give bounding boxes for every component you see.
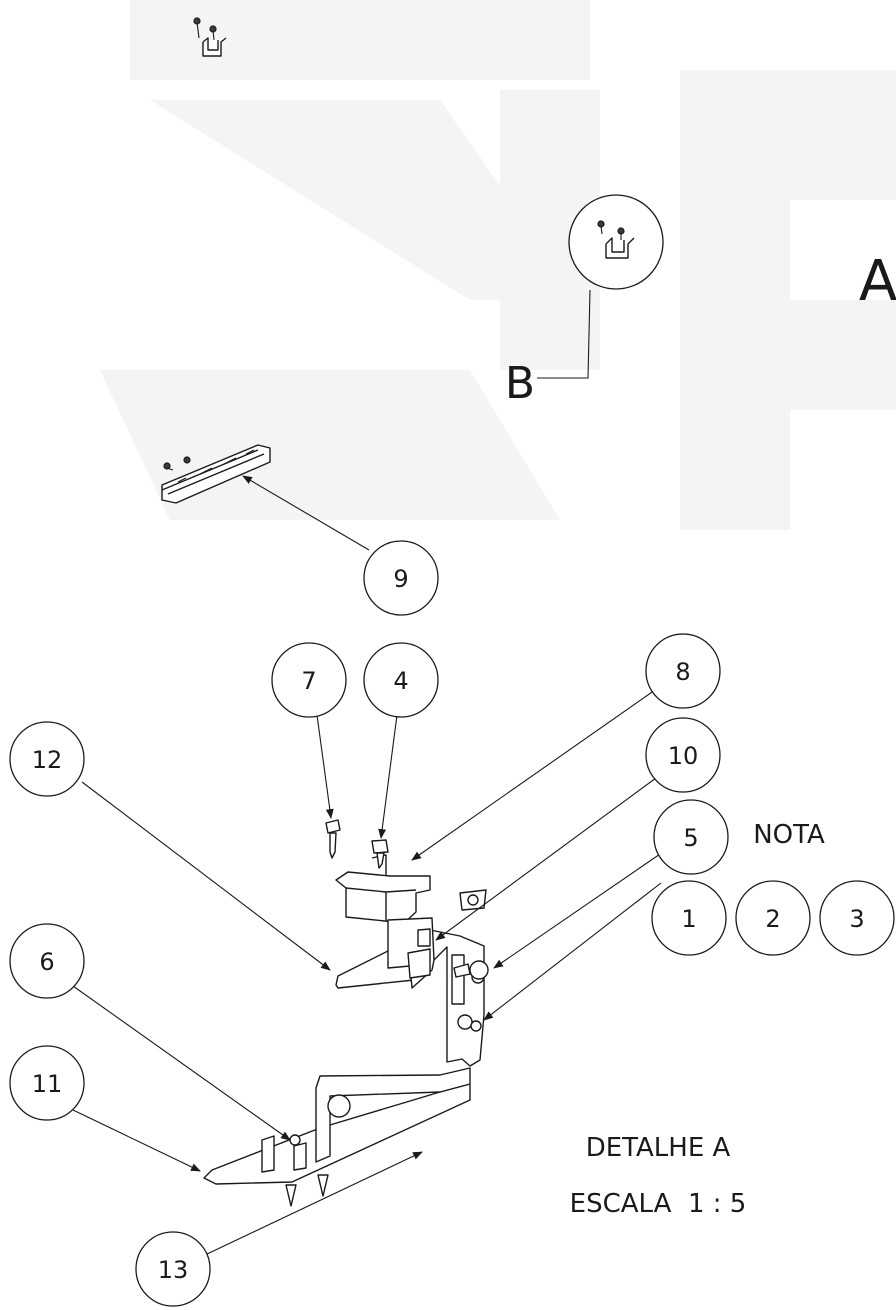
balloon-7: 7	[271, 642, 347, 718]
balloon-2-label: 2	[765, 905, 780, 933]
note-label: NOTA	[753, 820, 825, 850]
balloon-11: 11	[9, 1045, 85, 1121]
balloon-12: 12	[9, 721, 85, 797]
balloon-6-label: 6	[39, 948, 54, 976]
balloon-3: 3	[819, 880, 895, 956]
detail-b-leader	[537, 289, 591, 379]
balloon-9: 9	[363, 540, 439, 616]
balloon-10: 10	[645, 717, 721, 793]
balloon-1: 1	[651, 880, 727, 956]
balloon-8: 8	[645, 633, 721, 709]
balloon-13-label: 13	[158, 1256, 189, 1284]
balloon-6: 6	[9, 923, 85, 999]
view-label-a: A	[859, 249, 896, 314]
bracket-assembly	[203, 889, 487, 1207]
clip-part	[335, 854, 431, 924]
balloon-4-label: 4	[393, 667, 408, 695]
balloon-8-label: 8	[675, 658, 690, 686]
detail-title: DETALHE A	[586, 1133, 731, 1163]
leader-lines	[72, 475, 664, 1256]
screw-part-4	[371, 839, 389, 869]
balloon-10-label: 10	[668, 742, 699, 770]
balloon-1-label: 1	[681, 905, 696, 933]
balloon-7-label: 7	[301, 667, 316, 695]
balloon-4: 4	[363, 642, 439, 718]
bolt-part-5	[453, 960, 489, 980]
balloon-11-label: 11	[32, 1070, 63, 1098]
balloon-9-label: 9	[393, 565, 408, 593]
balloon-3-label: 3	[849, 905, 864, 933]
view-label-b: B	[505, 358, 535, 409]
balloon-5: 5	[653, 799, 729, 875]
balloon-13: 13	[135, 1231, 211, 1307]
watermark-logo	[100, 0, 896, 530]
detail-b-circle	[568, 194, 664, 290]
balloon-5-label: 5	[683, 824, 698, 852]
balloon-12-label: 12	[32, 746, 63, 774]
assembly-thumbnail	[193, 17, 227, 57]
rail-part	[161, 444, 271, 504]
balloon-2: 2	[735, 880, 811, 956]
screw-part-7	[325, 819, 341, 859]
detail-scale: ESCALA 1 : 5	[570, 1189, 747, 1219]
